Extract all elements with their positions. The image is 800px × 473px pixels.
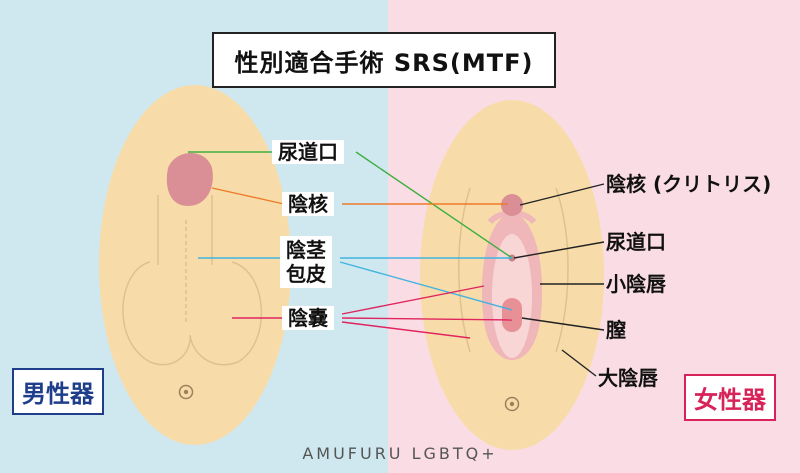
vaginal-opening (502, 298, 522, 332)
label-shaft: 陰茎 (286, 238, 326, 262)
label-scrotum: 陰嚢 (282, 306, 334, 330)
labia-majora-line (561, 349, 597, 377)
male-label-box: 男性器 (12, 368, 104, 415)
scrotum-line-mid (341, 317, 513, 321)
urethra-right-line (513, 241, 605, 259)
labia-majora-left (458, 187, 471, 353)
vagina-line (521, 317, 605, 331)
label-clitoris-right: 陰核 (クリトリス) (606, 172, 772, 196)
male-glans (166, 153, 213, 206)
diagram-title: 性別適合手術 SRS(MTF) (212, 32, 556, 88)
clitoris-glans (501, 194, 523, 216)
female-label-box: 女性器 (684, 374, 776, 421)
female-figure (420, 100, 604, 450)
female-anus-outer (504, 396, 520, 412)
foreskin-line-right (339, 261, 513, 311)
clitoris-right-line (519, 183, 605, 206)
vestibule (492, 234, 532, 358)
label-foreskin: 包皮 (286, 262, 326, 286)
female-anus-inner (509, 401, 515, 407)
male-shaft-outline (157, 195, 213, 265)
label-shaft-foreskin: 陰茎 包皮 (280, 236, 332, 288)
male-scrotum-outline (122, 261, 263, 366)
urethra-cross-line (355, 151, 513, 259)
glans-line (211, 187, 285, 205)
male-anus-inner (183, 389, 189, 395)
male-figure (99, 85, 291, 445)
label-labia-majora: 大陰唇 (598, 366, 658, 390)
label-labia-minora: 小陰唇 (606, 272, 666, 296)
male-anus-outer (178, 384, 194, 400)
label-urethra-right: 尿道口 (606, 230, 666, 254)
scrotum-line-lower (341, 321, 471, 339)
male-body-oval (99, 85, 291, 445)
credit-text: AMUFURU LGBTQ+ (302, 444, 498, 463)
label-urethra-center: 尿道口 (272, 140, 344, 164)
label-vagina: 膣 (606, 318, 626, 342)
label-glans-center: 陰核 (282, 192, 334, 216)
labia-majora-right (555, 187, 569, 353)
scrotum-line-upper (341, 285, 485, 315)
leader-lines (188, 151, 605, 377)
